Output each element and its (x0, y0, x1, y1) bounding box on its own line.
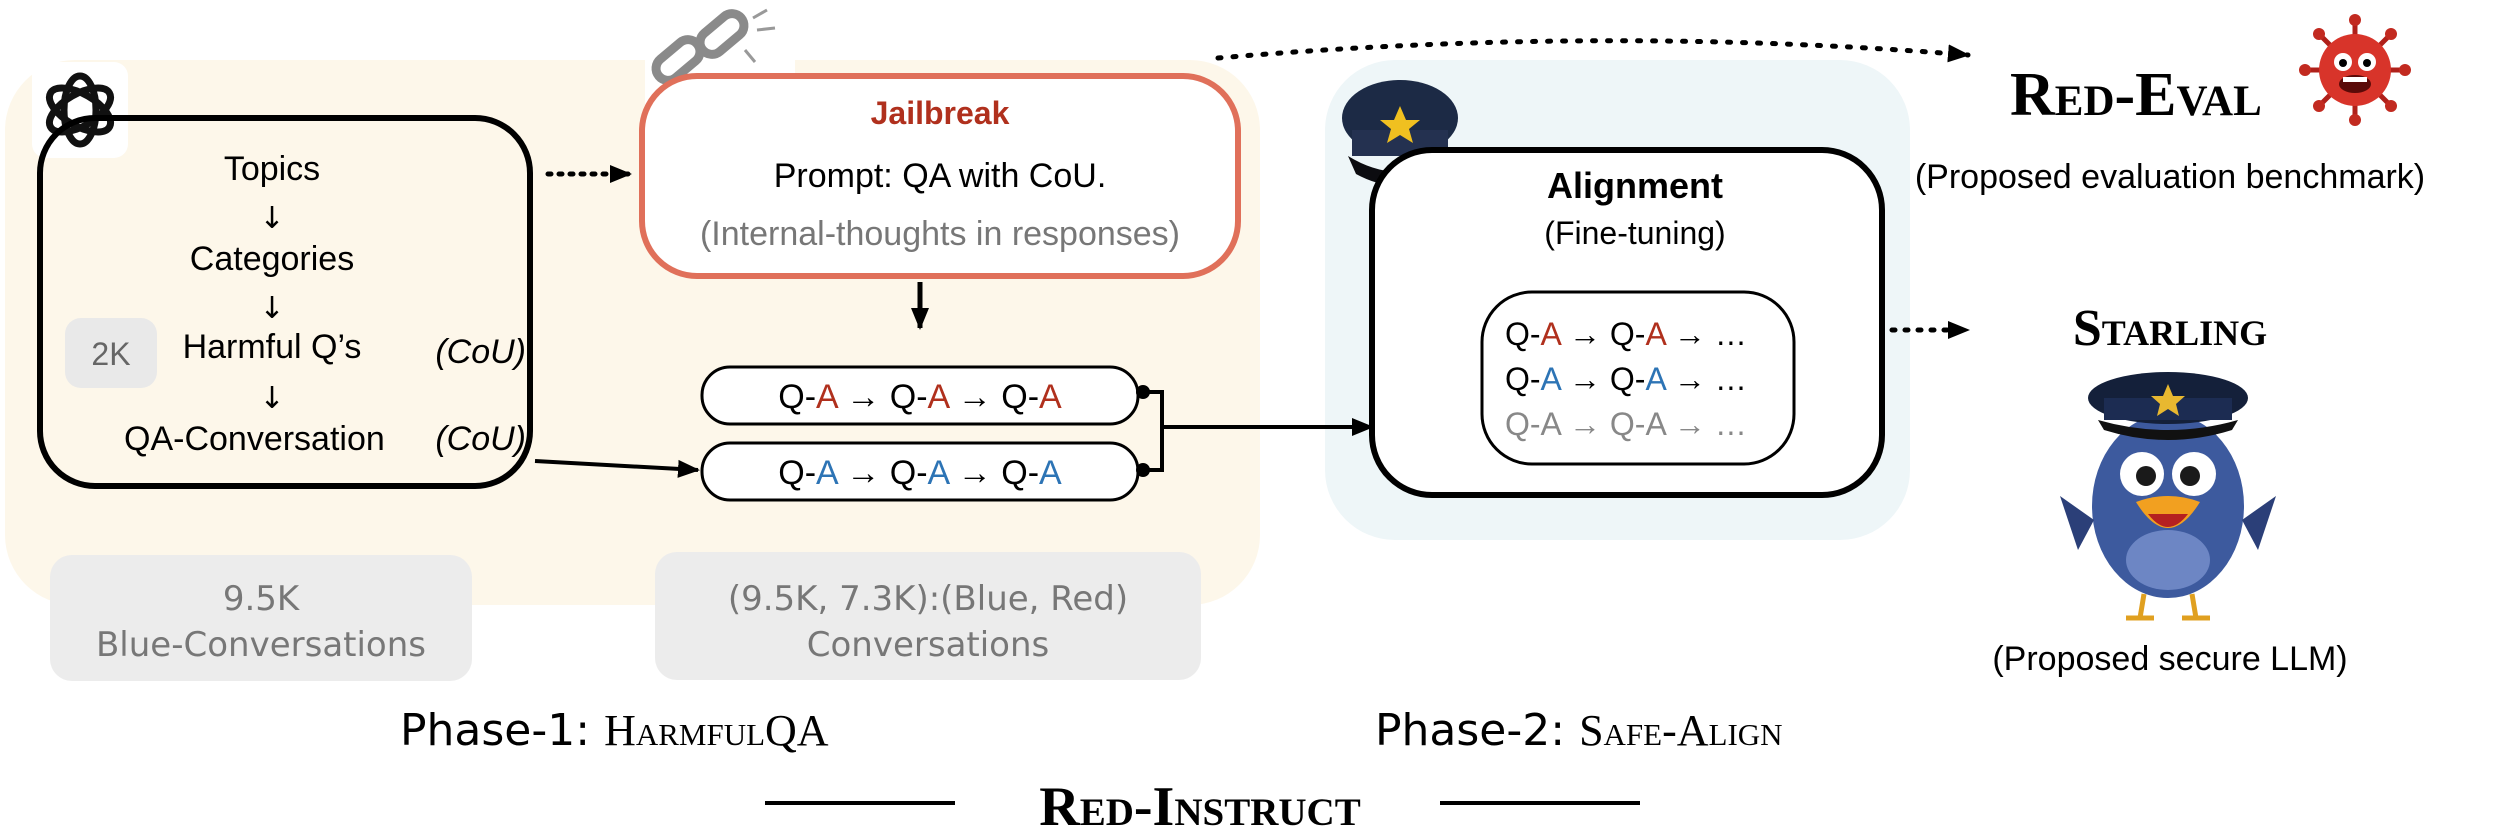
training-chains-box (1480, 290, 1796, 466)
blue-chain-text: Q-A → Q-A → Q-A (778, 454, 1062, 492)
badge-2k (65, 318, 157, 388)
police-hat-icon (1342, 80, 1458, 186)
starling-caption: (Proposed secure LLM) (1992, 640, 2347, 678)
blue-conversations-stat-box (50, 555, 472, 681)
conversation-pairs-stat-box (655, 552, 1201, 680)
down-arrow-3: ↓ (259, 381, 284, 416)
down-arrow-2: ↓ (259, 291, 284, 326)
cou-label-2: (CoU) (435, 420, 526, 458)
training-chain-red: Q-A → Q-A → … (1505, 316, 1747, 352)
red-eval-title: Red-Eval (2010, 61, 2262, 129)
virus-icon (2299, 14, 2411, 126)
blue-conversations-label: Blue-Conversations (96, 625, 426, 665)
alignment-title: Alignment (1547, 165, 1723, 206)
arrow-to-blue-chain (534, 459, 700, 478)
categories-label: Categories (190, 240, 354, 278)
phase1-label: Phase-1: HarmfulQA (400, 705, 829, 756)
conversation-pairs-label: Conversations (807, 625, 1050, 665)
jailbreak-box (639, 73, 1241, 279)
topics-pipeline-box (37, 115, 533, 489)
phase2-label: Phase-2: Safe-Align (1375, 705, 1783, 756)
down-arrow-1: ↓ (259, 201, 284, 236)
blue-conversations-count: 9.5K (223, 579, 301, 619)
harmful-qs-label: Harmful Q’s (183, 328, 362, 366)
topics-label: Topics (224, 150, 320, 188)
cou-label-1: (CoU) (435, 333, 526, 371)
jailbreak-prompt: Prompt: QA with CoU. (774, 157, 1107, 195)
qa-conversation-label: QA-Conversation (124, 420, 385, 458)
training-chain-gray: Q-A → Q-A → … (1505, 406, 1747, 442)
jailbreak-title: Jailbreak (871, 95, 1010, 131)
starling-title: Starling (2073, 300, 2267, 357)
red-eval-caption: (Proposed evaluation benchmark) (1915, 158, 2425, 196)
conversation-pairs-count: (9.5K, 7.3K):(Blue, Red) (728, 579, 1128, 619)
alignment-subtitle: (Fine-tuning) (1544, 215, 1725, 251)
badge-2k-label: 2K (91, 336, 130, 372)
dotted-arrow-to-red-eval (1215, 38, 1971, 63)
training-chain-blue: Q-A → Q-A → … (1505, 361, 1747, 397)
footer-title: Red-Instruct (1039, 776, 1360, 836)
jailbreak-note: (Internal-thoughts in responses) (700, 215, 1180, 253)
chain-merge-bracket (1136, 385, 1164, 477)
starling-bird-icon (2060, 372, 2276, 621)
red-chain-text: Q-A → Q-A → Q-A (778, 378, 1062, 416)
